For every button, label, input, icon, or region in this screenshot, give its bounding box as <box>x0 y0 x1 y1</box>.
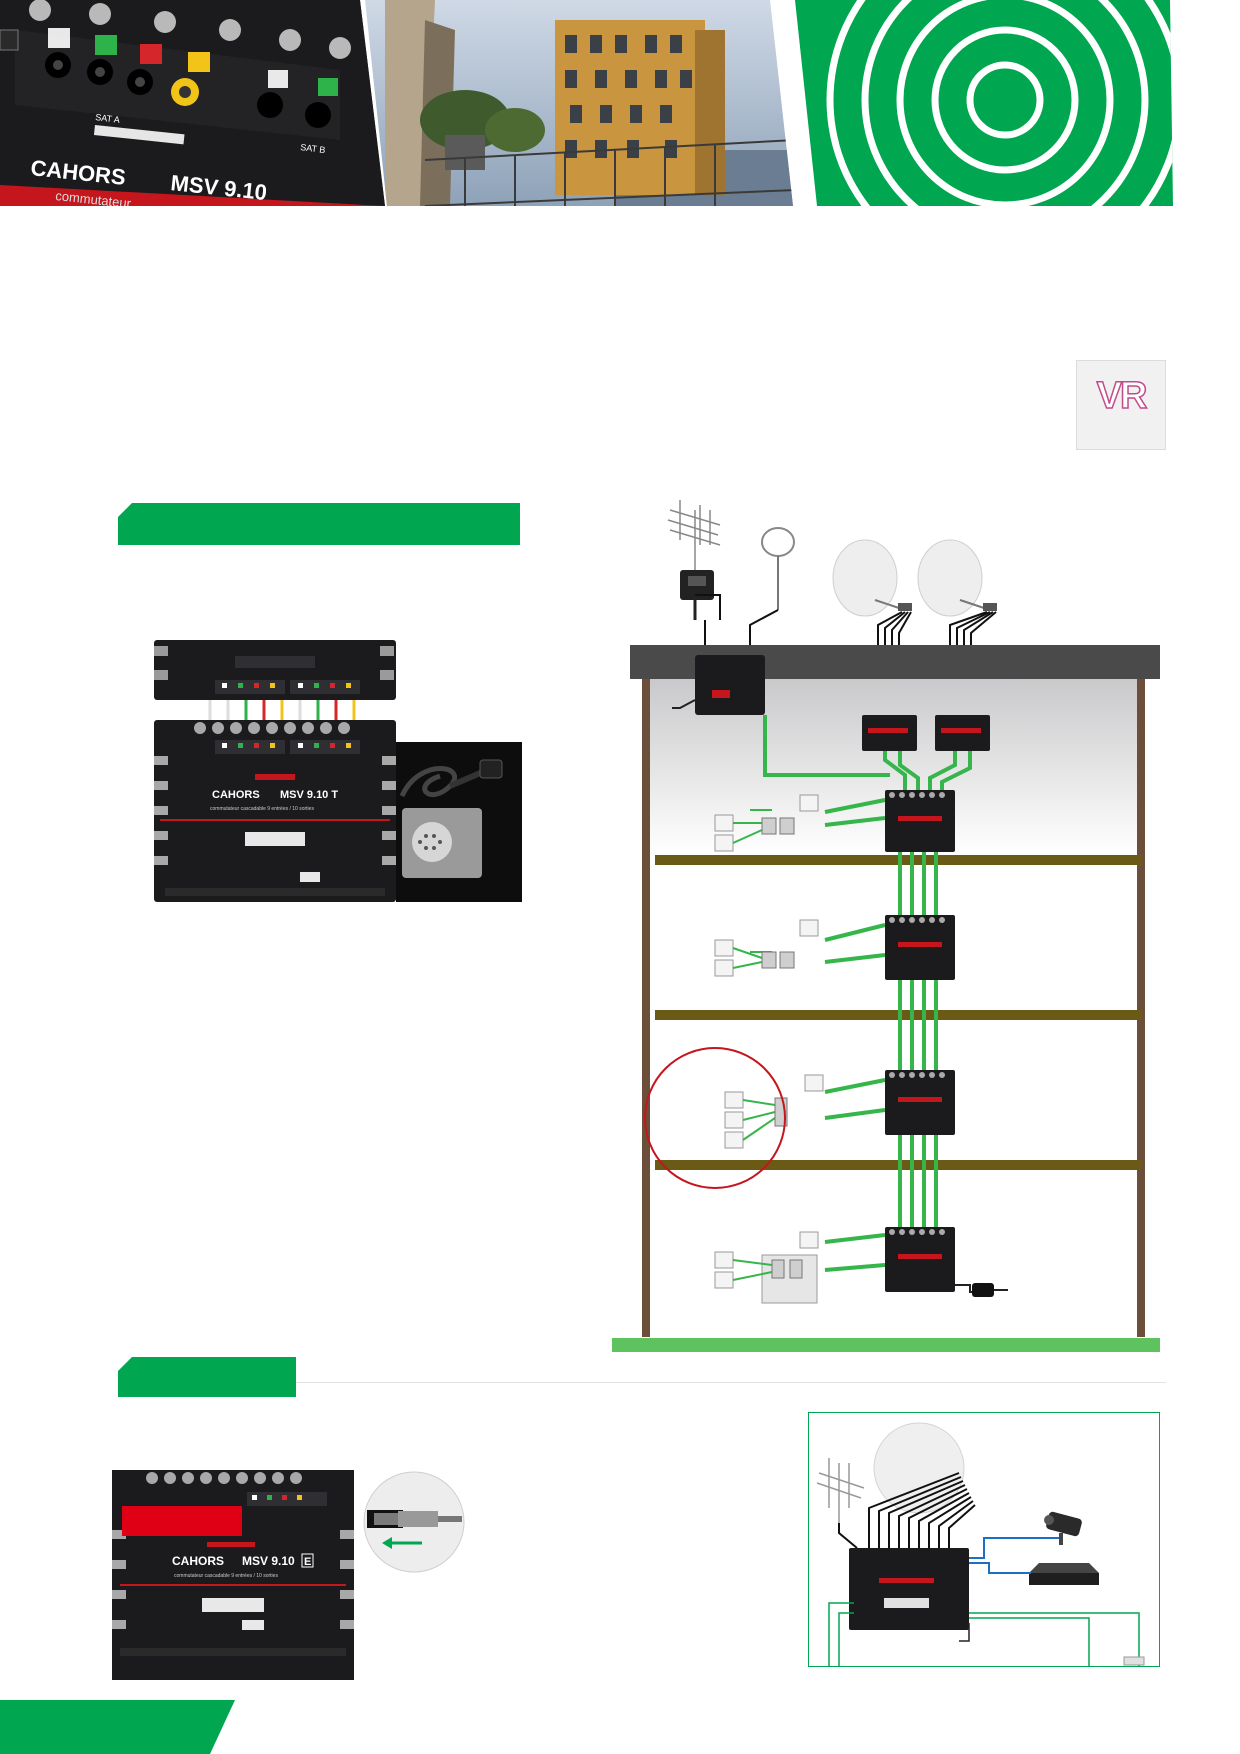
footer-green-band <box>0 1700 235 1754</box>
network-recorder-icon <box>1029 1563 1099 1585</box>
satellite-dish-1 <box>832 539 912 617</box>
product2-subtitle: commutateur cascadable 9 entrées / 10 so… <box>174 1573 278 1579</box>
building-diagram <box>600 500 1170 1360</box>
ip-camera-icon <box>1044 1511 1082 1545</box>
product1-model: MSV 9.10 T <box>280 789 338 801</box>
multiswitch-floor-2 <box>885 1070 955 1135</box>
banner-sat-b-label: SAT B <box>300 142 326 155</box>
product1-subtitle: commutateur cascadable 9 entrées / 10 so… <box>210 806 314 812</box>
diagram2-terrestrial-antenna <box>816 1458 865 1523</box>
fm-antenna <box>761 527 795 557</box>
product2-red-label <box>122 1506 242 1536</box>
product2-model: MSV 9.10 <box>242 1554 295 1568</box>
multiswitch-floor-1 <box>885 1227 955 1292</box>
diagram2-multiswitch <box>849 1548 969 1630</box>
product1-photo: CAHORS MSV 9.10 T commutateur cascadable… <box>150 636 526 908</box>
banner-sat-a-label: SAT A <box>95 112 121 125</box>
banner-green-waves <box>795 0 1173 206</box>
product1-brand: CAHORS <box>212 789 260 801</box>
banner-device-photo: CAHORS MSV 9.10 commutateur SAT A SAT B <box>0 0 385 206</box>
multiswitch-floor-3 <box>885 915 955 980</box>
product2-brand: CAHORS <box>172 1554 224 1568</box>
product2-photo: CAHORS MSV 9.10 E commutateur cascadable… <box>112 1470 512 1680</box>
vr-badge-text: VR <box>1096 374 1148 418</box>
header-banner: CAHORS MSV 9.10 commutateur SAT A SAT B <box>0 0 1240 208</box>
multiswitch-floor-4 <box>885 790 955 852</box>
terrestrial-antenna <box>667 500 721 570</box>
banner-building-photo <box>365 0 793 206</box>
satellite-dish-2 <box>917 539 997 617</box>
section1-tab <box>118 503 520 545</box>
section2-tab <box>118 1357 296 1397</box>
highlight-circle <box>644 1047 786 1189</box>
diagram2 <box>808 1412 1160 1667</box>
power-supply <box>972 1283 994 1297</box>
ground <box>612 1338 1160 1352</box>
headend-unit <box>695 655 765 715</box>
product2-model-suffix: E <box>304 1556 311 1568</box>
section2-rule <box>296 1382 1166 1383</box>
vr-badge: VR <box>1076 360 1166 450</box>
